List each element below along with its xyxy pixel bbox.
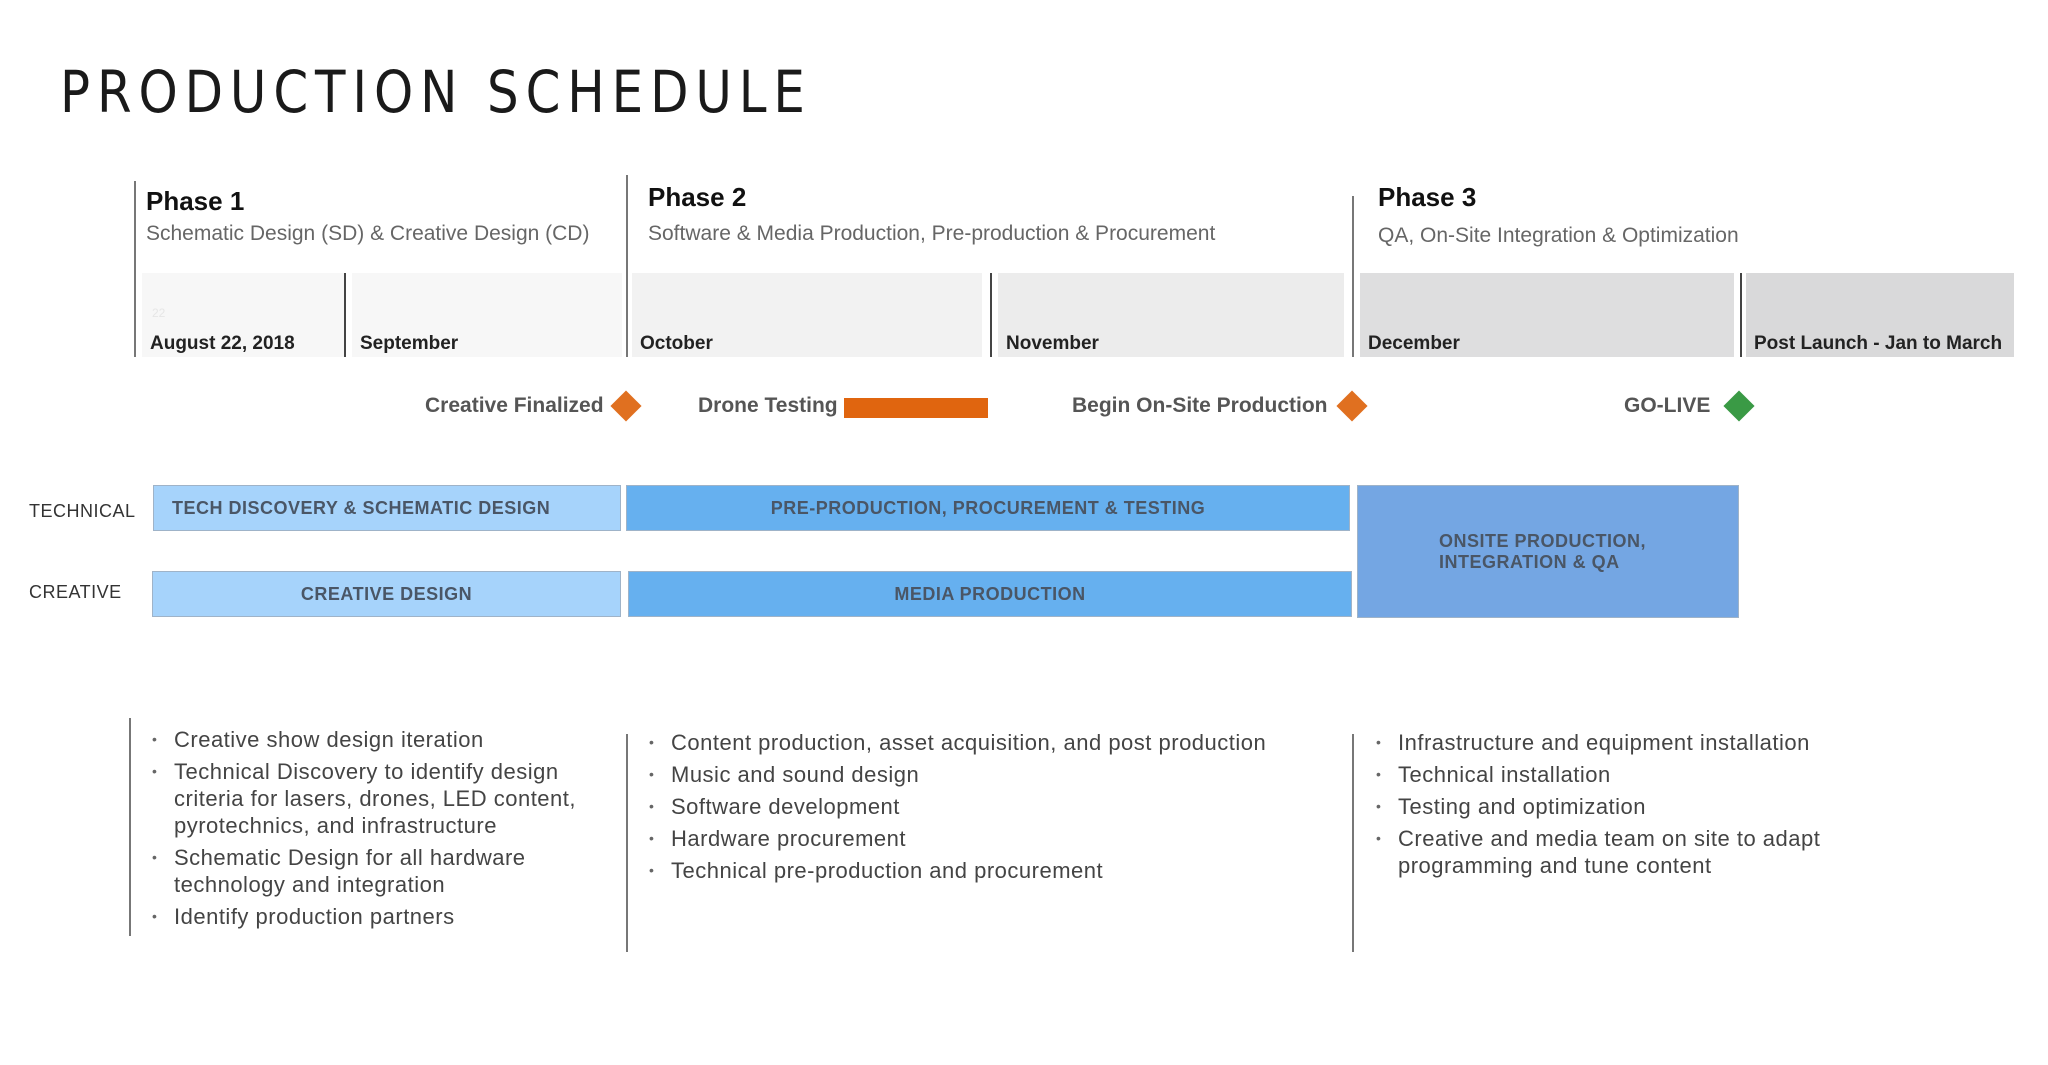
- phase1-subtitle: Schematic Design (SD) & Creative Design …: [146, 222, 590, 245]
- month-november: November: [998, 273, 1344, 357]
- list-item: Infrastructure and equipment installatio…: [1374, 729, 1894, 756]
- list-item: Content production, asset acquisition, a…: [647, 729, 1347, 756]
- details-divider-2: [626, 734, 628, 952]
- phase2-details: Content production, asset acquisition, a…: [647, 729, 1347, 889]
- phase3-details: Infrastructure and equipment installatio…: [1374, 729, 1894, 884]
- milestone-go-live-label: GO-LIVE: [1624, 394, 1711, 417]
- list-item: Creative show design iteration: [150, 726, 620, 753]
- phase1-divider: [134, 181, 136, 357]
- phase3-subtitle: QA, On-Site Integration & Optimization: [1378, 224, 1739, 247]
- list-item: Software development: [647, 793, 1347, 820]
- month-november-label: November: [1006, 333, 1099, 354]
- bar-onsite-production: ONSITE PRODUCTION, INTEGRATION & QA: [1357, 485, 1739, 618]
- month-post-launch: Post Launch - Jan to March: [1746, 273, 2014, 357]
- list-item: Technical pre-production and procurement: [647, 857, 1347, 884]
- month-december-label: December: [1368, 333, 1460, 354]
- list-item: Music and sound design: [647, 761, 1347, 788]
- phase3-title: Phase 3: [1378, 182, 1477, 212]
- bar-media-production-label: MEDIA PRODUCTION: [894, 583, 1086, 604]
- milestone-creative-finalized-label: Creative Finalized: [425, 394, 604, 417]
- month-separator: [990, 273, 992, 357]
- month-august-ghost: 22: [152, 306, 166, 320]
- bar-tech-discovery: TECH DISCOVERY & SCHEMATIC DESIGN: [153, 485, 621, 531]
- bar-onsite-line1: ONSITE PRODUCTION,: [1439, 530, 1647, 551]
- month-august: 22 August 22, 2018: [142, 273, 344, 357]
- diamond-marker-icon: [1336, 390, 1368, 422]
- drone-testing-bar: [844, 398, 988, 418]
- month-september-label: September: [360, 333, 459, 354]
- month-october: October: [632, 273, 982, 357]
- list-item: Technical Discovery to identify design c…: [150, 758, 620, 839]
- month-december: December: [1360, 273, 1734, 357]
- details-divider-1: [129, 718, 131, 936]
- phase1-details: Creative show design iteration Technical…: [150, 726, 620, 935]
- row-label-creative: CREATIVE: [29, 582, 122, 602]
- phase3-divider: [1352, 196, 1354, 357]
- list-item: Testing and optimization: [1374, 793, 1894, 820]
- phase2-title: Phase 2: [648, 182, 747, 212]
- bar-creative-design: CREATIVE DESIGN: [152, 571, 621, 617]
- phase2-divider: [626, 175, 628, 357]
- bar-pre-production-label: PRE-PRODUCTION, PROCUREMENT & TESTING: [770, 497, 1206, 518]
- list-item: Technical installation: [1374, 761, 1894, 788]
- month-october-label: October: [640, 333, 713, 354]
- month-post-launch-label: Post Launch - Jan to March: [1754, 333, 2003, 354]
- diamond-marker-icon: [610, 390, 642, 422]
- row-label-technical: TECHNICAL: [29, 501, 136, 521]
- list-item: Hardware procurement: [647, 825, 1347, 852]
- bar-creative-design-label: CREATIVE DESIGN: [300, 583, 473, 604]
- bar-pre-production: PRE-PRODUCTION, PROCUREMENT & TESTING: [626, 485, 1350, 531]
- milestone-begin-onsite-label: Begin On-Site Production: [1072, 394, 1328, 417]
- list-item: Schematic Design for all hardware techno…: [150, 844, 620, 898]
- month-separator: [1740, 273, 1742, 357]
- bar-media-production: MEDIA PRODUCTION: [628, 571, 1352, 617]
- details-divider-3: [1352, 734, 1354, 952]
- phase1-title: Phase 1: [146, 186, 245, 216]
- page-title: PRODUCTION SCHEDULE: [60, 58, 812, 126]
- bar-onsite-line2: INTEGRATION & QA: [1439, 551, 1620, 572]
- bar-tech-discovery-label: TECH DISCOVERY & SCHEMATIC DESIGN: [172, 497, 551, 518]
- phase2-subtitle: Software & Media Production, Pre-product…: [648, 222, 1216, 245]
- month-separator: [344, 273, 346, 357]
- month-august-label: August 22, 2018: [150, 333, 295, 354]
- milestone-drone-testing-label: Drone Testing: [698, 394, 838, 417]
- month-september: September: [352, 273, 622, 357]
- diamond-marker-icon: [1723, 390, 1755, 422]
- list-item: Identify production partners: [150, 903, 620, 930]
- list-item: Creative and media team on site to adapt…: [1374, 825, 1894, 879]
